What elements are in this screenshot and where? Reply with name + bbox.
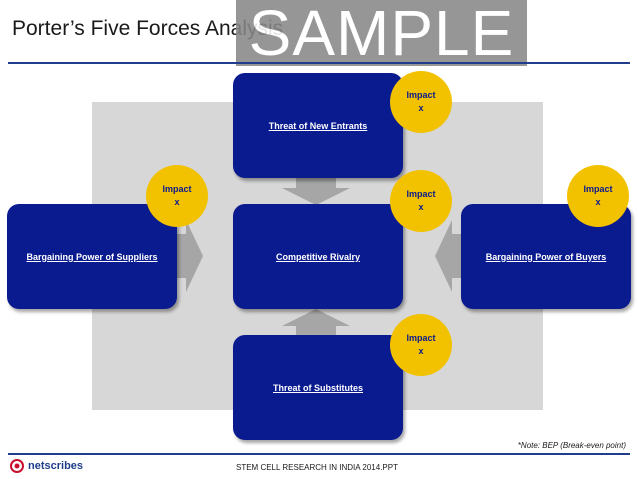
impact-label: Impact xyxy=(583,184,613,194)
footnote: *Note: BEP (Break-even point) xyxy=(517,441,626,450)
force-threat-of-substitutes: Threat of Substitutes xyxy=(233,335,403,440)
impact-value: x xyxy=(174,197,180,207)
impact-badge-buyers: Impact x xyxy=(567,165,629,227)
impact-label: Impact xyxy=(406,333,436,343)
impact-badge-suppliers: Impact x xyxy=(146,165,208,227)
arrow-right-left xyxy=(435,220,462,292)
impact-label: Impact xyxy=(406,189,436,199)
force-label: Bargaining Power of Suppliers xyxy=(26,251,158,262)
force-label: Competitive Rivalry xyxy=(275,251,361,262)
impact-value: x xyxy=(418,202,424,212)
impact-badge-new-entrants: Impact x xyxy=(390,71,452,133)
impact-value: x xyxy=(418,103,424,113)
impact-label: Impact xyxy=(162,184,192,194)
impact-value: x xyxy=(418,346,424,356)
force-threat-of-new-entrants: Threat of New Entrants xyxy=(233,73,403,178)
impact-label: Impact xyxy=(406,90,436,100)
header-divider xyxy=(8,62,630,64)
impact-badge-substitutes: Impact x xyxy=(390,314,452,376)
arrow-top-down xyxy=(282,178,350,205)
footer-text: STEM CELL RESEARCH IN INDIA 2014.PPT xyxy=(236,463,398,472)
footer-divider xyxy=(8,453,630,455)
sample-watermark: SAMPLE xyxy=(236,0,527,66)
page-title: Porter’s Five Forces Analysis xyxy=(12,17,284,40)
force-label: Threat of Substitutes xyxy=(272,382,363,393)
logo-text: netscribes xyxy=(28,460,84,472)
force-label: Threat of New Entrants xyxy=(268,120,368,131)
netscribes-logo: netscribes xyxy=(10,459,83,473)
arrow-left-right xyxy=(176,220,203,292)
force-bargaining-power-of-suppliers: Bargaining Power of Suppliers xyxy=(7,204,177,309)
logo-mark-icon xyxy=(10,459,24,473)
impact-value: x xyxy=(595,197,601,207)
force-label: Bargaining Power of Buyers xyxy=(485,251,607,262)
arrow-bottom-up xyxy=(282,309,350,336)
force-competitive-rivalry: Competitive Rivalry xyxy=(233,204,403,309)
impact-badge-rivalry: Impact x xyxy=(390,170,452,232)
